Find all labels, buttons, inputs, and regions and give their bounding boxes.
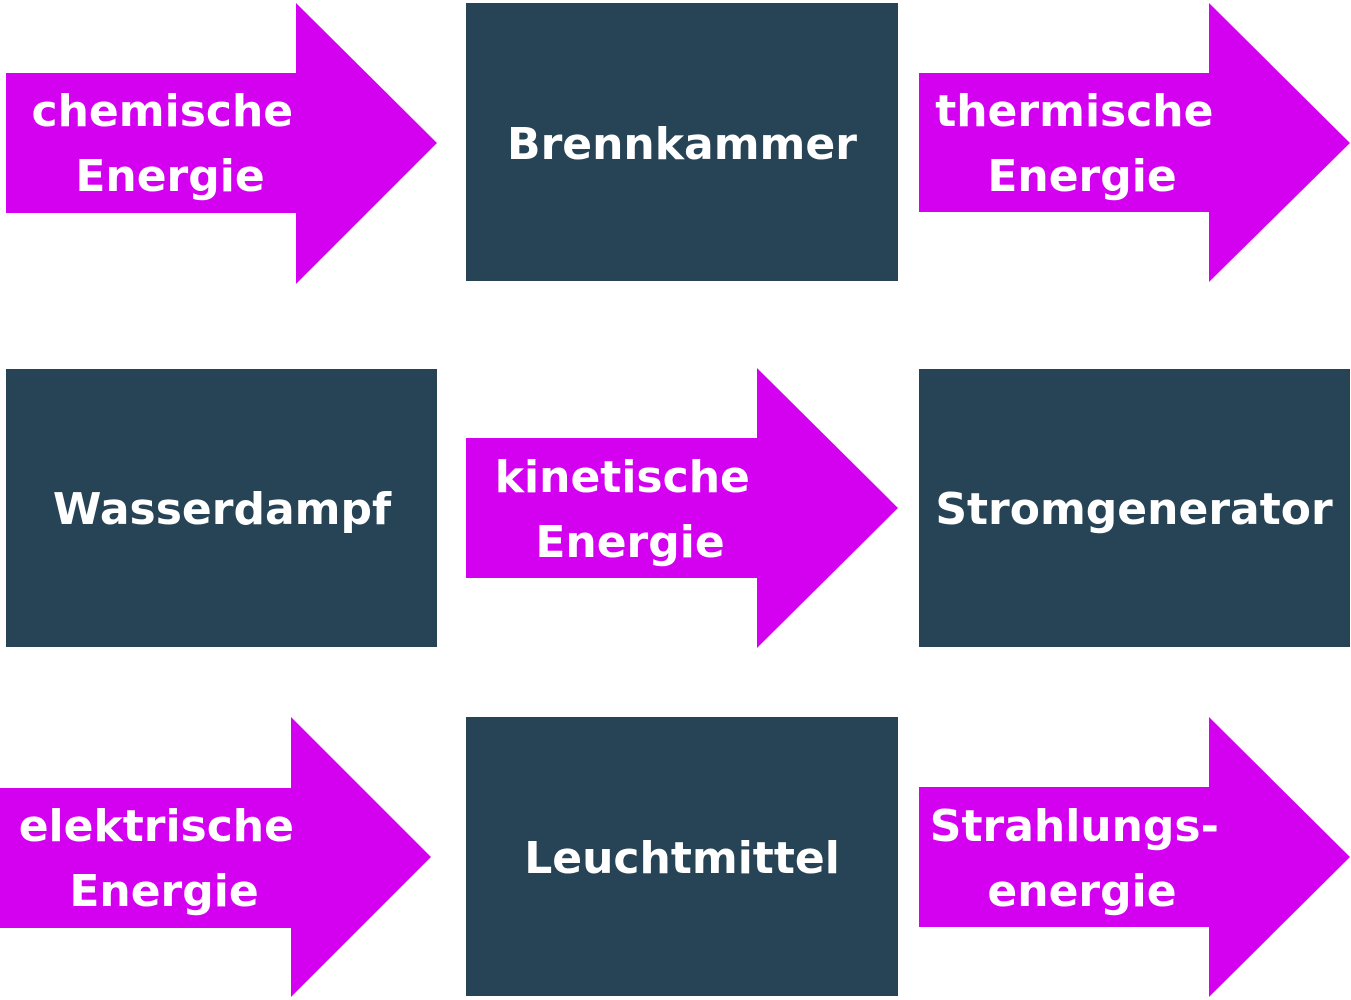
box-combustion-chamber: Brennkammer <box>466 3 898 281</box>
arrow-label: Strahlungs- energie <box>930 801 1234 917</box>
arrow-electrical-energy: elektrische Energie <box>0 717 431 997</box>
box-label-line-1: Leuchtmittel <box>524 833 840 884</box>
box-power-generator: Stromgenerator <box>919 369 1350 647</box>
arrow-label-line-2: Energie <box>535 517 724 568</box>
arrow-label-line-1: chemische <box>32 86 294 137</box>
arrow-label-line-2: Energie <box>69 866 258 917</box>
box-label: Stromgenerator <box>935 484 1333 535</box>
box-label-line-1: Stromgenerator <box>935 484 1333 535</box>
arrow-label-line-1: kinetische <box>495 452 750 503</box>
box-water-vapour: Wasserdampf <box>6 369 437 647</box>
arrow-shape <box>466 368 898 648</box>
arrow-kinetic-energy: kinetische Energie <box>466 368 898 648</box>
arrow-label-line-2: Energie <box>75 151 264 202</box>
arrow-label: chemische Energie <box>32 86 309 202</box>
box-light-source: Leuchtmittel <box>466 717 898 996</box>
arrow-shape <box>0 717 431 997</box>
box-shape <box>466 3 898 281</box>
arrow-label-line-1: thermische <box>935 86 1213 137</box>
box-label: Brennkammer <box>507 119 857 170</box>
arrow-label-line-1: Strahlungs- <box>930 801 1219 852</box>
arrow-label-line-2: energie <box>987 866 1176 917</box>
arrow-label-line-1: elektrische <box>19 801 294 852</box>
arrow-label-line-2: Energie <box>987 151 1176 202</box>
arrow-label: elektrische Energie <box>19 801 310 917</box>
box-shape <box>919 369 1350 647</box>
arrow-label: thermische Energie <box>935 86 1229 202</box>
arrow-radiant-energy: Strahlungs- energie <box>919 717 1350 997</box>
arrow-thermal-energy: thermische Energie <box>919 3 1350 282</box>
box-label-line-1: Brennkammer <box>507 119 857 170</box>
arrow-shape <box>919 717 1350 997</box>
arrow-chemical-energy: chemische Energie <box>6 3 437 284</box>
box-label: Leuchtmittel <box>524 833 840 884</box>
arrow-label: kinetische Energie <box>495 452 765 568</box>
arrow-shape <box>6 3 437 284</box>
box-label: Wasserdampf <box>53 484 392 535</box>
box-label-line-1: Wasserdampf <box>53 484 392 535</box>
box-shape <box>466 717 898 996</box>
box-shape <box>6 369 437 647</box>
arrow-shape <box>919 3 1350 282</box>
